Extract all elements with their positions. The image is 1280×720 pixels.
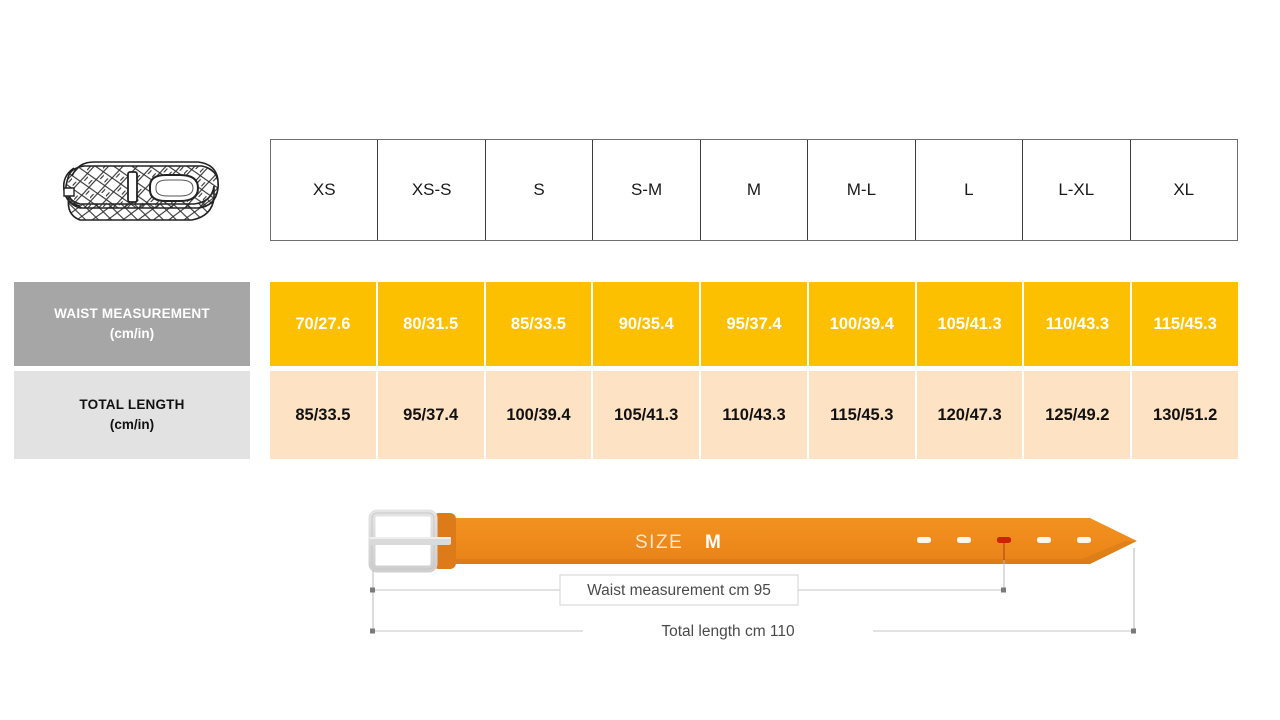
coiled-braided-belt-icon (52, 142, 232, 247)
size-header-cell: L-XL (1023, 140, 1131, 240)
length-cell: 115/45.3 (808, 371, 917, 459)
belt-size-label: SIZE (635, 532, 683, 553)
belt-strap (433, 518, 1137, 564)
length-cell: 110/43.3 (701, 371, 809, 459)
length-cell: 105/41.3 (593, 371, 702, 459)
length-cell: 100/39.4 (485, 371, 594, 459)
waist-cell: 85/33.5 (485, 282, 594, 366)
waist-cell: 70/27.6 (270, 282, 378, 366)
size-header-row: XS XS-S S S-M M M-L L L-XL XL (270, 139, 1238, 241)
row-label-line2: (cm/in) (109, 417, 155, 432)
length-cell: 125/49.2 (1024, 371, 1133, 459)
row-label-line2: (cm/in) (109, 326, 155, 341)
length-cell: 95/37.4 (377, 371, 486, 459)
size-header-cell: M-L (808, 140, 916, 240)
waist-measurement-row: 70/27.6 80/31.5 85/33.5 90/35.4 95/37.4 … (270, 282, 1239, 366)
waist-cell: 115/45.3 (1132, 282, 1239, 366)
size-header-cell: XS (271, 140, 379, 240)
row-label-line1: TOTAL LENGTH (79, 397, 185, 413)
waist-dimension-box (559, 574, 799, 606)
belt-hole-active (997, 537, 1011, 543)
waist-cell: 105/41.3 (916, 282, 1025, 366)
total-dimension-text: Total length cm 110 (661, 623, 795, 640)
waist-dimension-text: Waist measurement cm 95 (587, 582, 771, 599)
waist-cell: 80/31.5 (377, 282, 486, 366)
size-header-cell: M (700, 140, 809, 240)
row-label-line1: WAIST MEASUREMENT (54, 306, 210, 322)
size-header-cell: S-M (593, 140, 701, 240)
row-label-waist-measurement: WAIST MEASUREMENT (cm/in) (14, 282, 250, 366)
length-cell: 130/51.2 (1132, 371, 1239, 459)
total-length-row: 85/33.5 95/37.4 100/39.4 105/41.3 110/43… (270, 371, 1239, 459)
size-header-cell: XS-S (378, 140, 486, 240)
belt-hole (1037, 537, 1051, 543)
belt-measurement-diagram: SIZE M Waist measurement cm 95 (355, 500, 1155, 660)
belt-hole (957, 537, 971, 543)
row-label-total-length: TOTAL LENGTH (cm/in) (14, 371, 250, 459)
size-header-cell: S (485, 140, 594, 240)
belt-size-value: M (705, 532, 721, 553)
belt-hole (917, 537, 931, 543)
length-cell: 120/47.3 (916, 371, 1025, 459)
waist-cell: 95/37.4 (701, 282, 809, 366)
size-header-cell: L (915, 140, 1024, 240)
belt-hole (1077, 537, 1091, 543)
length-cell: 85/33.5 (270, 371, 378, 459)
waist-cell: 90/35.4 (593, 282, 702, 366)
waist-cell: 100/39.4 (808, 282, 917, 366)
size-header-cell: XL (1130, 140, 1237, 240)
waist-cell: 110/43.3 (1024, 282, 1133, 366)
